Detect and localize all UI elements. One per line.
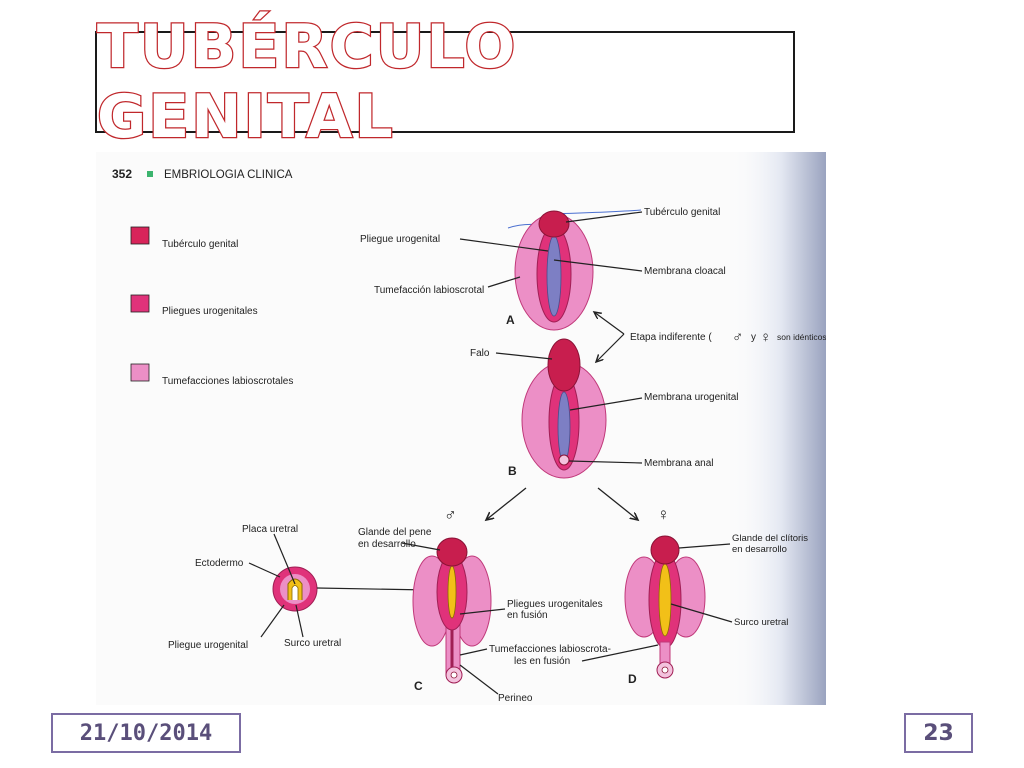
etapa-female-symbol: ♀ — [760, 329, 771, 346]
label-tumefacciones-fusion-1: Tumefacciones labioscrota- — [489, 644, 611, 655]
label-pliegues-fusion-1: Pliegues urogenitales — [507, 599, 603, 610]
legend-label-swellings: Tumefacciones labioscrotales — [162, 376, 293, 387]
book-marker-icon — [147, 171, 153, 177]
legend-swatch-swellings — [130, 363, 150, 382]
label-glande-pene-2: en desarrollo — [358, 539, 416, 550]
embryology-figure: 352 EMBRIOLOGIA CLINICA Tubérculo genita… — [96, 152, 830, 705]
label-membrana-urogenital: Membrana urogenital — [644, 392, 739, 403]
label-etapa-indiferente: Etapa indiferente ( — [630, 332, 712, 343]
female-symbol: ♀ — [657, 505, 670, 524]
title-box: TUBÉRCULO GENITAL — [95, 11, 795, 153]
label-placa-uretral: Placa uretral — [242, 524, 298, 535]
label-glande-clitoris-1: Glande del clítoris — [732, 533, 808, 544]
label-glande-clitoris-2: en desarrollo — [732, 544, 787, 555]
label-stage-d: D — [628, 672, 637, 686]
label-tuberculo-genital: Tubérculo genital — [644, 207, 720, 218]
label-membrana-cloacal: Membrana cloacal — [644, 266, 726, 277]
label-glande-pene-1: Glande del pene — [358, 527, 432, 538]
page-curl-shadow — [726, 152, 826, 705]
label-stage-c: C — [414, 679, 423, 693]
label-tumefacciones-fusion-2: les en fusión — [514, 656, 570, 667]
label-surco-uretral-2: Surco uretral — [734, 617, 788, 628]
label-pliegue-urogenital: Pliegue urogenital — [360, 234, 440, 245]
label-ectodermo: Ectodermo — [195, 558, 244, 569]
label-tumefaccion-labioscrotal: Tumefacción labioscrotal — [374, 285, 484, 296]
male-symbol: ♂ — [444, 505, 457, 524]
label-etapa-y: y — [751, 332, 756, 343]
cross-section-drawing — [272, 566, 318, 612]
label-membrana-anal: Membrana anal — [644, 458, 713, 469]
label-pliegue-urogenital-2: Pliegue urogenital — [168, 640, 248, 651]
footer-date: 21/10/2014 — [51, 713, 241, 753]
legend-label-tubercle: Tubérculo genital — [162, 239, 238, 250]
legend-label-folds: Pliegues urogenitales — [162, 306, 258, 317]
label-falo: Falo — [470, 348, 490, 359]
stage-a-drawing — [507, 209, 642, 331]
figure-svg: 352 EMBRIOLOGIA CLINICA Tubérculo genita… — [96, 152, 830, 705]
label-stage-a: A — [506, 313, 515, 327]
stage-c-drawing — [412, 537, 492, 684]
label-son-identicos: son idénticos) — [777, 332, 826, 342]
label-perineo: Perineo — [498, 693, 533, 704]
stage-b-drawing — [521, 338, 607, 479]
label-stage-b: B — [508, 464, 517, 478]
book-page-number: 352 — [112, 167, 132, 181]
legend-swatch-folds — [130, 294, 150, 313]
label-pliegues-fusion-2: en fusión — [507, 610, 548, 621]
legend-swatch-tubercle — [130, 226, 150, 245]
book-header: EMBRIOLOGIA CLINICA — [164, 169, 293, 181]
stage-d-drawing — [624, 535, 706, 679]
etapa-male-symbol: ♂ — [732, 329, 743, 346]
footer-page-number: 23 — [904, 713, 973, 753]
label-surco-uretral: Surco uretral — [284, 638, 341, 649]
slide-title: TUBÉRCULO GENITAL — [96, 11, 518, 154]
